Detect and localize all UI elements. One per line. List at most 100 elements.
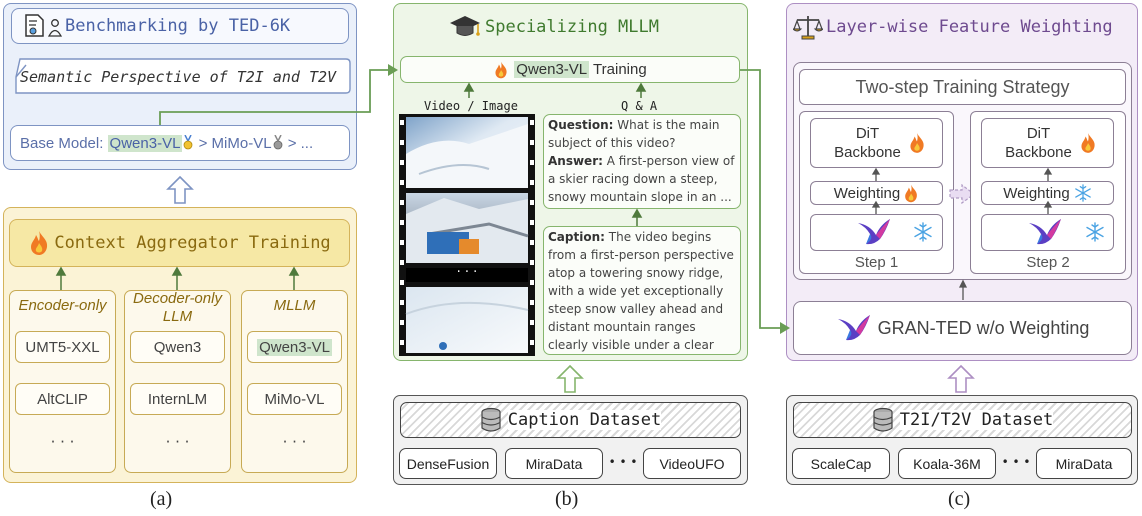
column-arrows bbox=[55, 266, 300, 290]
context-aggregator-title: Context Aggregator Training bbox=[54, 233, 331, 253]
t2i-dataset-title: T2I/T2V Dataset bbox=[899, 410, 1054, 430]
base-model-box: Base Model: Qwen3-VL > MiMo-VL > ... bbox=[10, 125, 350, 161]
layer-weighting-title-row: Layer-wise Feature Weighting bbox=[793, 12, 1113, 42]
step2-encoder bbox=[981, 214, 1114, 251]
database-icon bbox=[481, 407, 501, 432]
dataset-miradata: MiraData bbox=[505, 448, 603, 479]
ellipsis: · · · bbox=[50, 433, 75, 451]
gold-medal-icon bbox=[184, 135, 193, 150]
qwen3-vl-training-box: Qwen3-VL Training bbox=[400, 56, 740, 83]
weighting-label: Weighting bbox=[833, 184, 901, 202]
caption-up-arrow bbox=[631, 208, 643, 226]
fire-icon bbox=[909, 133, 924, 153]
specializing-title-row: Specializing MLLM bbox=[448, 13, 659, 41]
film-dots: · · · bbox=[456, 265, 478, 280]
up-arrow-c bbox=[947, 364, 975, 393]
qa-box: Question: What is the main subject of th… bbox=[543, 114, 741, 209]
training-up-arrows bbox=[463, 82, 647, 98]
caption-text: The video begins from a first-person per… bbox=[548, 230, 734, 352]
snowflake-icon bbox=[1074, 184, 1091, 202]
caption-box: Caption: The video begins from a first-p… bbox=[543, 226, 741, 355]
qa-label: Q & A bbox=[621, 99, 658, 113]
weighting-label: Weighting bbox=[1003, 184, 1070, 202]
training-suffix: Training bbox=[589, 61, 647, 78]
snowflake-icon bbox=[1086, 222, 1104, 242]
answer-label: Answer: bbox=[548, 154, 603, 168]
model-mimo-vl: MiMo-VL bbox=[247, 383, 342, 415]
model-qwen3-vl: Qwen3-VL bbox=[247, 331, 342, 363]
answer-text: A first-person view of a skier racing do… bbox=[548, 154, 735, 204]
base-model-second: MiMo-VL bbox=[211, 134, 272, 152]
label-a: (a) bbox=[150, 488, 173, 510]
model-internlm: InternLM bbox=[130, 383, 225, 415]
base-model-sep2: > ... bbox=[283, 134, 314, 152]
model-altclip: AltCLIP bbox=[15, 383, 110, 415]
gran-ted-label: GRAN-TED w/o Weighting bbox=[877, 317, 1090, 338]
decoder-only-column bbox=[124, 290, 231, 473]
bird-logo-icon bbox=[858, 219, 890, 245]
dit-label: DiT Backbone bbox=[834, 125, 901, 161]
question-label: Question: bbox=[548, 118, 614, 132]
ellipsis: · · · bbox=[282, 433, 307, 451]
step1-inner-arrows bbox=[871, 167, 881, 214]
gran-up-arrow bbox=[958, 279, 968, 300]
dit-label: DiT Backbone bbox=[1005, 125, 1072, 161]
ellipsis: · · · bbox=[165, 433, 190, 451]
snowflake-icon bbox=[914, 222, 932, 242]
base-model-sep1: > bbox=[194, 134, 212, 152]
step2-dit-backbone: DiT Backbone bbox=[981, 118, 1114, 168]
fire-icon bbox=[905, 184, 918, 202]
dataset-videoufo: VideoUFO bbox=[643, 448, 741, 479]
dataset-densefusion: DenseFusion bbox=[399, 448, 497, 479]
t2i-dataset-header: T2I/T2V Dataset bbox=[793, 402, 1132, 438]
mllm-title: MLLM bbox=[273, 297, 316, 314]
question-text: What is the main subject of this video? bbox=[548, 118, 720, 150]
dataset-dots: • • • bbox=[608, 455, 638, 469]
model-umt5: UMT5-XXL bbox=[15, 331, 110, 363]
up-arrow-b bbox=[556, 364, 584, 393]
caption-label: Caption: bbox=[548, 230, 605, 244]
decoder-only-title: Decoder-only LLM bbox=[133, 290, 222, 325]
caption-dataset-header: Caption Dataset bbox=[400, 402, 741, 438]
benchmark-title-row: Benchmarking by TED-6K bbox=[22, 13, 290, 39]
model-qwen3-vl-label: Qwen3-VL bbox=[257, 338, 332, 356]
base-model-prefix: Base Model: bbox=[20, 134, 108, 152]
encoder-only-title: Encoder-only bbox=[18, 297, 107, 314]
mllm-column bbox=[241, 290, 348, 473]
fire-icon bbox=[1080, 133, 1095, 153]
model-qwen3: Qwen3 bbox=[130, 331, 225, 363]
step2-inner-arrows bbox=[1043, 167, 1053, 214]
base-model-first: Qwen3-VL bbox=[107, 134, 183, 152]
dataset-dots: • • • bbox=[1001, 455, 1031, 469]
document-icon bbox=[25, 14, 44, 37]
graduation-cap-icon bbox=[450, 16, 480, 36]
up-arrow-a bbox=[166, 175, 194, 204]
person-icon bbox=[48, 19, 62, 37]
benchmark-title: Benchmarking by TED-6K bbox=[65, 16, 291, 36]
video-image-label: Video / Image bbox=[424, 99, 518, 113]
bird-logo-icon bbox=[837, 315, 870, 341]
subtitle-text: Semantic Perspective of T2I and T2V bbox=[20, 68, 337, 86]
step2-label: Step 2 bbox=[1026, 254, 1070, 271]
encoder-only-column bbox=[9, 290, 116, 473]
fire-icon bbox=[31, 231, 48, 255]
dataset-koala-36m: Koala-36M bbox=[898, 448, 996, 479]
subtitle-banner bbox=[15, 58, 351, 94]
video-film-strip bbox=[399, 114, 535, 356]
step-transition-arrow bbox=[949, 184, 975, 204]
benchmark-header bbox=[11, 8, 349, 44]
layer-weighting-title: Layer-wise Feature Weighting bbox=[826, 17, 1113, 37]
specializing-title: Specializing MLLM bbox=[485, 17, 659, 37]
balance-scale-icon bbox=[793, 16, 823, 40]
context-aggregator-header: Context Aggregator Training bbox=[9, 219, 350, 267]
dataset-scalecap: ScaleCap bbox=[792, 448, 890, 479]
silver-medal-icon bbox=[273, 135, 282, 150]
label-b: (b) bbox=[555, 488, 579, 510]
caption-dataset-title: Caption Dataset bbox=[507, 410, 662, 430]
label-c: (c) bbox=[948, 488, 971, 510]
database-icon bbox=[873, 407, 893, 432]
two-step-title: Two-step Training Strategy bbox=[799, 69, 1126, 105]
gran-ted-box: GRAN-TED w/o Weighting bbox=[793, 301, 1132, 355]
bird-logo-icon bbox=[1029, 219, 1061, 245]
